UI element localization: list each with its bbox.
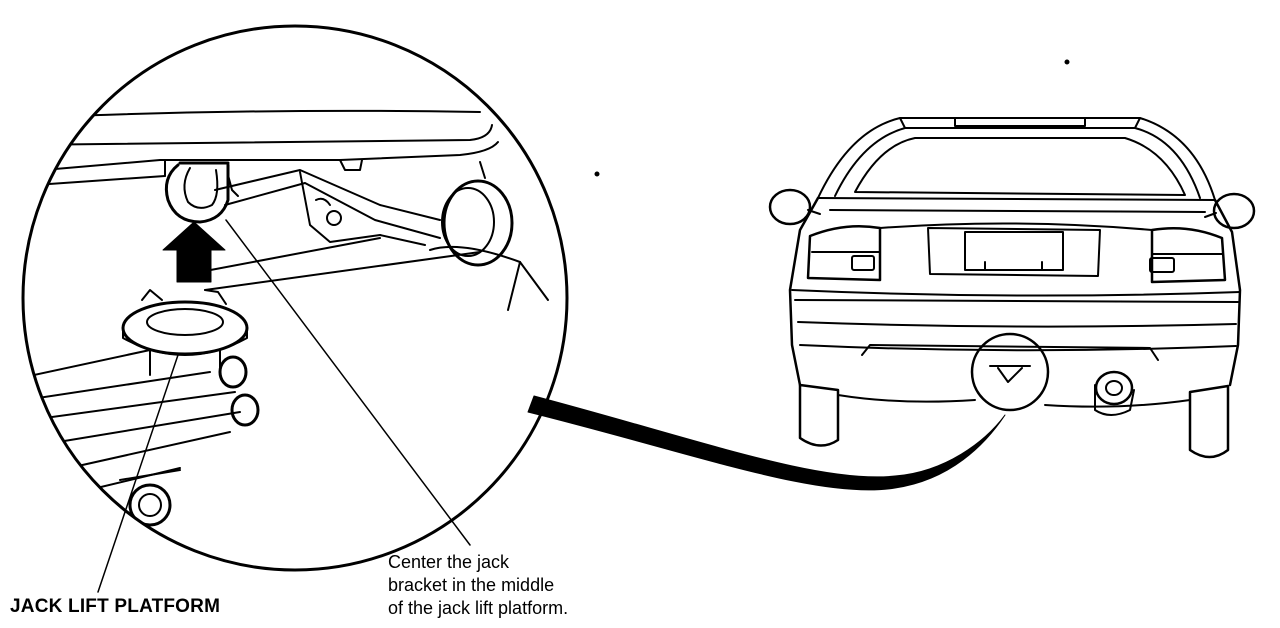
left-rear-tire: [798, 383, 840, 447]
scissor-jack: [23, 349, 260, 527]
detail-magnifier: [21, 24, 569, 572]
leader-line-platform: [97, 354, 179, 593]
underbody-panel: [23, 109, 549, 311]
instruction-line-1: Center the jack: [388, 552, 510, 572]
jack-lift-platform-label: JACK LIFT PLATFORM: [10, 596, 221, 617]
instruction-line-2: bracket in the middle: [388, 575, 555, 595]
instruction-line-3: of the jack lift platform.: [388, 598, 569, 618]
magnifier-circle: [21, 24, 569, 572]
car-rear-view: [768, 117, 1256, 459]
leader-line-bracket: [225, 219, 471, 546]
right-taillight: [1150, 226, 1227, 284]
rear-jack-point-highlight: [970, 332, 1050, 412]
license-plate-recess: [927, 227, 1101, 277]
rear-bumper: [791, 289, 1241, 297]
left-mirror: [768, 188, 812, 226]
jack-bracket: [164, 161, 239, 224]
lift-arrow: [162, 221, 226, 283]
right-mirror: [1212, 192, 1256, 230]
left-taillight: [806, 224, 882, 282]
jack-bracket-instruction: Center the jack bracket in the middle of…: [388, 551, 568, 620]
exhaust-outlet: [441, 179, 514, 267]
jack-pad: [121, 289, 249, 376]
right-rear-tire: [1188, 384, 1230, 459]
suspension-arm: [214, 161, 486, 246]
magnifier-connector: [527, 395, 1006, 491]
tailpipe: [1094, 370, 1134, 406]
